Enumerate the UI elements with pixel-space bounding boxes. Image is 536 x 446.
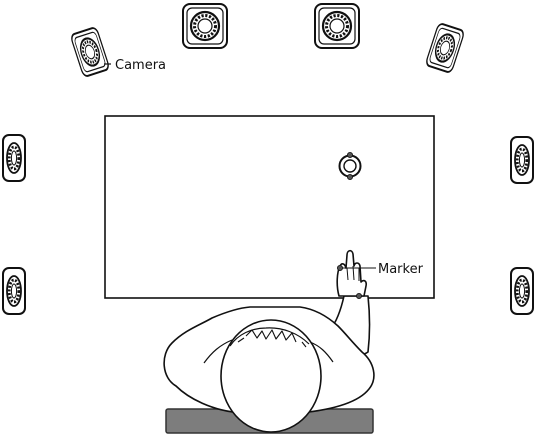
marker-dot-wrist <box>355 292 362 299</box>
tracked-object <box>338 151 362 180</box>
camera-right-upper <box>509 135 535 185</box>
camera-top-right-inner <box>313 2 361 50</box>
person <box>163 249 375 433</box>
camera-left-lower <box>1 266 27 316</box>
camera-top-left-inner <box>181 2 229 50</box>
tracking-area <box>104 115 435 299</box>
camera-top-right-outer <box>423 21 467 75</box>
camera-label: Camera <box>115 58 166 73</box>
marker-dot-upper <box>336 264 343 271</box>
camera-left-upper <box>1 133 27 183</box>
marker-label: Marker <box>378 262 424 277</box>
person-head <box>220 319 322 433</box>
camera-right-lower <box>509 266 535 316</box>
camera-top-left-outer <box>68 25 112 79</box>
